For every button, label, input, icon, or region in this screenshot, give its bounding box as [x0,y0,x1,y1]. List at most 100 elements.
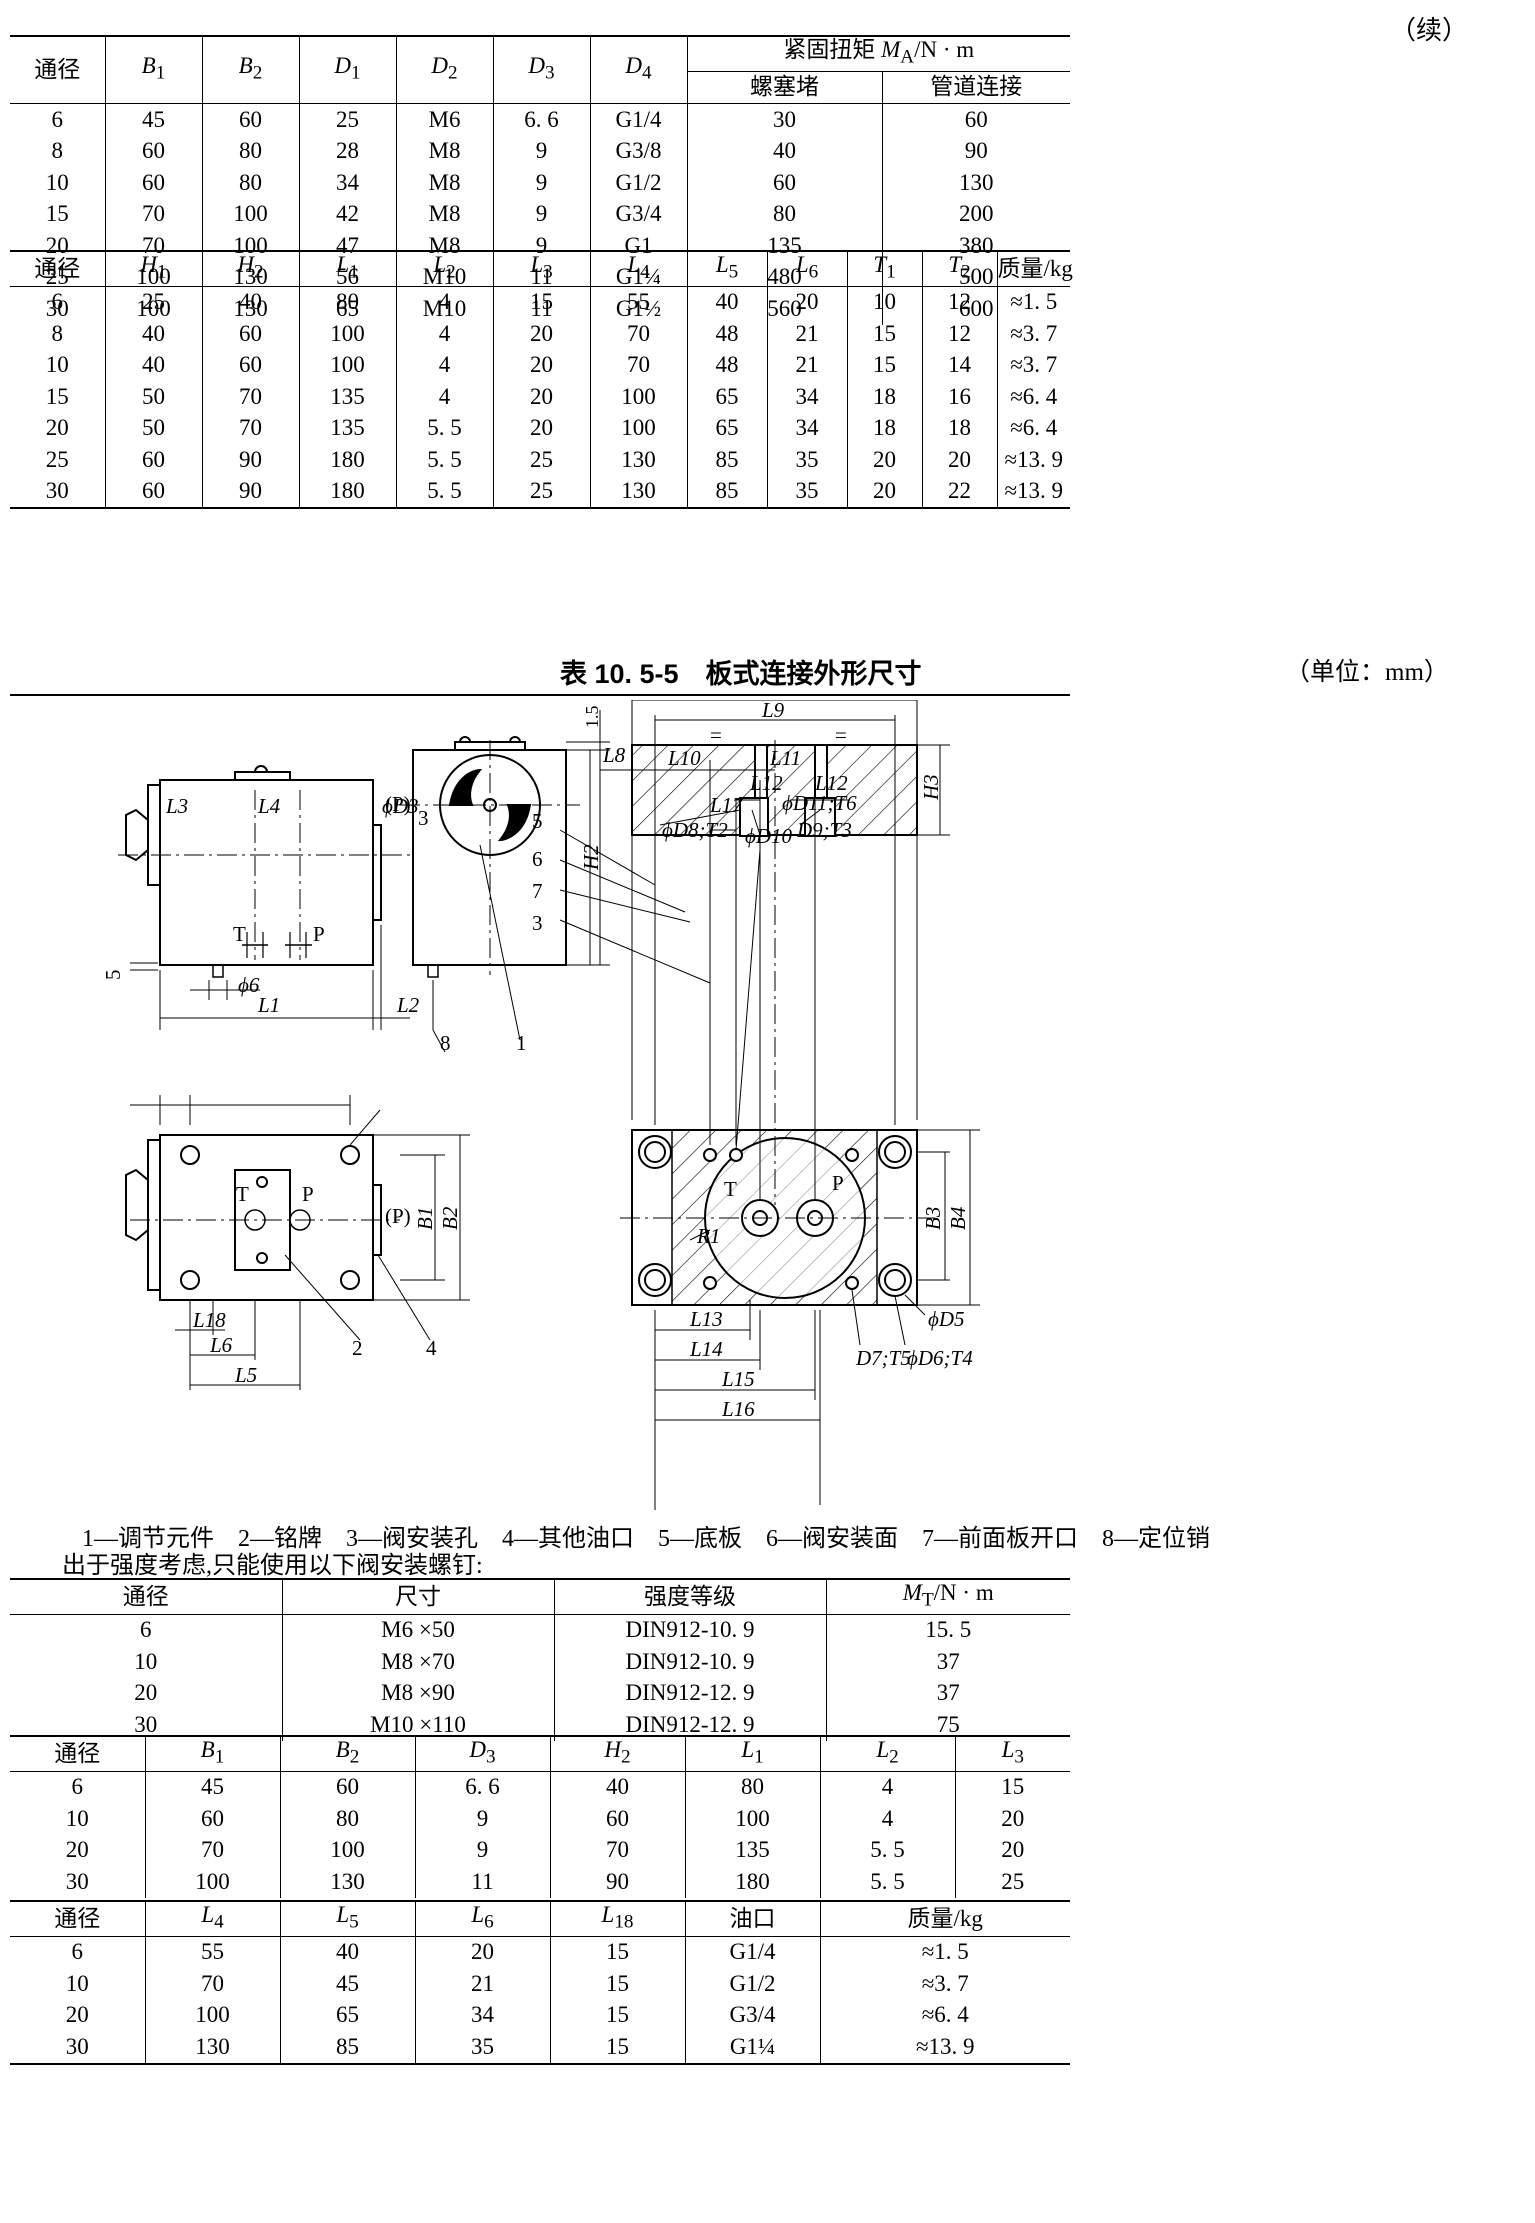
table-cell: 60 [144,1803,280,1835]
table-cell: 40 [279,1936,415,1969]
table-cell: 60 [201,103,299,136]
table-header-row: 通径 尺寸 强度等级 MT/N · m [10,1577,1070,1615]
header-cell: D2 [395,35,493,105]
header-cell: 通径 [10,249,105,287]
table-cell: 30 [134,1711,158,1737]
table-cell: 70 [201,412,299,445]
table-cell: 9 [414,1803,550,1835]
label-l13: L13 [689,1307,723,1331]
label-d11t6: ϕD11;T6 [782,791,857,815]
table-cell: M6 ×50 [281,1614,554,1647]
table-cell: 20 [766,286,847,319]
table-cell: 10 [45,352,69,378]
unit-label: （单位：mm） [1285,659,1449,686]
table-cell: 28 [298,135,396,168]
header-cell: D1 [298,35,396,105]
table-cell: 40 [201,286,299,319]
table-cell: 45 [279,1968,415,2000]
label-d7t5: D7;T5 [855,1346,911,1370]
front-view [118,765,410,1030]
table-cell: 6 [71,1774,84,1800]
table-cell: 100 [684,1803,820,1835]
table-cell: 25 [45,446,69,472]
table-cell: ≈3. 7 [819,1968,1070,2000]
table-cell: 15 [45,383,69,409]
header-cell: L2 [819,1734,955,1772]
label-l16: L16 [721,1397,755,1421]
label-l7: L7 [761,700,786,701]
label-b4: B4 [946,1206,970,1230]
header-cell: L3 [492,249,590,287]
label-t-top: T [236,1182,249,1206]
table-cell: 130 [589,444,687,476]
header-cell: 强度等级 [553,1577,826,1615]
label-d10: ϕD10 [745,824,793,848]
label-l11: L11 [769,746,801,770]
table-cell: DIN912-10. 9 [553,1646,826,1678]
table-cell: 30 [45,295,69,321]
table-cell: M8 ×90 [281,1677,554,1710]
table-cell: 180 [684,1866,820,1898]
table-cell: 30 [65,1868,89,1894]
label-t-plate: T [724,1177,737,1201]
table-cell: 21 [766,318,847,350]
table-cell: 20 [846,444,922,476]
table-header-row: 通径 B1 B2 D3 H2 L1 L2 L3 [10,1734,1070,1772]
header-cell: L1 [684,1734,820,1772]
label-7-plate: 7 [532,879,543,903]
label-h2: H2 [579,844,603,871]
label-t: T [233,922,246,946]
table-cell: 25 [492,444,590,476]
label-l12-a: L12 [749,771,783,795]
table-cell: 34 [414,1999,550,2032]
table-cell: 42 [298,198,396,231]
table-cell: 70 [549,1834,685,1867]
table-cell: 6 [51,106,64,132]
table-cell: 135 [684,1834,820,1867]
table-cell: 5. 5 [395,444,493,476]
label-l2: L2 [396,993,420,1017]
label-1-5: 1.5 [582,706,602,729]
header-cell: 通径 [10,1734,145,1772]
label-d6t4: ϕD6;T4 [907,1346,973,1370]
table-cell: 10 [134,1648,158,1674]
table-cell: 18 [921,412,997,445]
table-cell: 12 [921,318,997,350]
table-cell: 12 [921,286,997,319]
table-cell: 40 [686,135,882,168]
table-cell: 70 [144,1834,280,1867]
table-cell: 60 [686,167,882,199]
table-cell: 180 [298,444,396,476]
table-cell: 34 [298,167,396,199]
label-d9t3: D9;T3 [796,818,852,842]
table-cell: 15 [846,318,922,350]
header-cell: 油口 [684,1899,820,1937]
table-cell: 30 [10,2031,145,2065]
header-cell: 通径 [10,1899,145,1937]
table-cell: 48 [686,349,767,382]
label-p-plate: P [832,1171,844,1195]
table-cell: 48 [686,318,767,350]
table-cell: G3/4 [589,198,687,231]
label-l1: L1 [257,993,280,1017]
table-header-row: 螺塞堵 管道连接 [10,71,1071,105]
table-cell: 80 [279,1803,415,1835]
header-cell: 通径 [10,35,105,105]
table-cell: 135 [298,381,396,413]
table-cell: 15 [549,1968,685,2000]
table-cell: 4 [395,286,493,319]
table-caption: 表 10. 5-5 板式连接外形尺寸 [560,659,922,689]
header-cell: 质量/kg [819,1899,1070,1937]
table-cell: 20 [846,475,922,510]
header-cell: H2 [201,249,299,287]
table-cell: 85 [279,2031,415,2065]
